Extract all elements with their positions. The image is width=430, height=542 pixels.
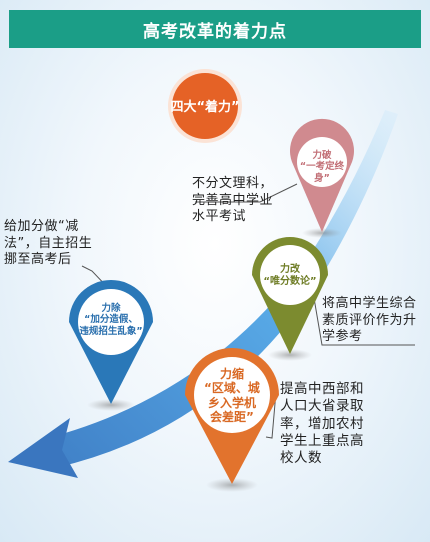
- pin-label-1: 力破 “一考定终身”: [299, 150, 345, 184]
- pin-label-4: 力缩 “区域、城 乡入学机 会差距”: [204, 367, 260, 425]
- note-4: 提高中西部和 人口大省录取 率，增加农村 学生上重点高 校人数: [280, 381, 364, 467]
- arrow-head: [8, 418, 78, 478]
- pin-center-3: [78, 289, 144, 355]
- pin-center-4: [194, 357, 270, 433]
- pin-label-3: 力除 “加分造假、 违规招生乱象”: [79, 303, 143, 337]
- note-3: 将高中学生综合 素质评价作为升 学参考: [322, 296, 417, 345]
- leader-line: [195, 183, 298, 203]
- pin-shadow: [87, 399, 135, 411]
- pin-center-2: [260, 245, 320, 305]
- leader-line: [265, 391, 277, 439]
- pin-label-2: 力改 “唯分数论”: [263, 264, 317, 287]
- pin-center-1: [297, 137, 347, 187]
- title-banner: 高考改革的着力点: [9, 10, 421, 48]
- note-2: 给加分做“减 法”，自主招生 挪至高考后: [4, 219, 93, 268]
- center-badge-label: 四大“着力”: [170, 100, 240, 115]
- pin-shadow: [206, 478, 258, 492]
- page-title: 高考改革的着力点: [143, 21, 287, 42]
- note-1: 不分文理科， 完善高中学业 水平考试: [192, 176, 274, 225]
- center-badge: [172, 73, 238, 139]
- leader-line: [313, 297, 415, 346]
- pin-shadow: [268, 349, 312, 361]
- pin-shadow: [302, 228, 342, 238]
- curved-arrow-body: [40, 110, 398, 468]
